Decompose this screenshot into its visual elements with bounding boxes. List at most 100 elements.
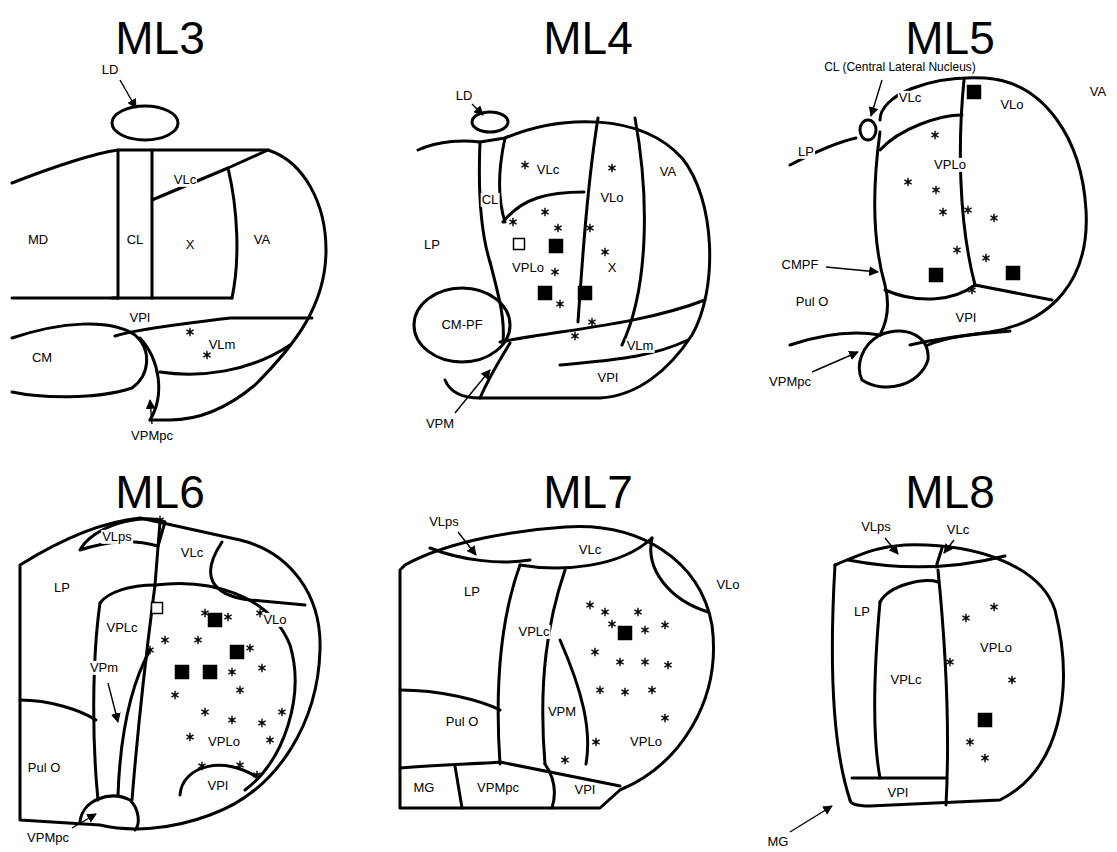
section-ml7 [400, 527, 713, 808]
asterisk-mark [561, 756, 568, 764]
region-label: VA [253, 233, 271, 247]
region-label: VPMpc [26, 831, 70, 845]
region-label: X [185, 238, 196, 252]
open-square-mark [152, 603, 163, 614]
region-label: CM [31, 351, 53, 365]
region-label: VLps [860, 520, 892, 534]
asterisk-mark [648, 686, 655, 694]
region-label: VPI [207, 779, 230, 793]
region-label: MG [767, 835, 790, 849]
region-label: VLc [536, 163, 560, 177]
asterisk-mark [962, 614, 969, 622]
region-label: VA [1089, 85, 1107, 99]
asterisk-mark [621, 688, 628, 696]
asterisk-mark [932, 186, 939, 194]
asterisk-mark [664, 661, 671, 669]
region-label: VPLo [207, 735, 241, 749]
asterisk-mark [258, 664, 265, 672]
filled-square-mark [979, 714, 992, 727]
asterisk-mark [1008, 676, 1015, 684]
asterisk-mark [641, 626, 648, 634]
region-label: VPLo [979, 641, 1013, 655]
filled-square-mark [1007, 267, 1020, 280]
region-label: VPm [89, 661, 119, 675]
asterisk-mark [904, 178, 911, 186]
asterisk-mark [246, 644, 253, 652]
filled-square-mark [176, 666, 189, 679]
asterisk-mark [931, 131, 938, 139]
panel-title: ML6 [114, 467, 205, 518]
asterisk-mark [634, 608, 641, 616]
panel-title: ML3 [114, 13, 205, 64]
region-label: VLc [898, 91, 922, 105]
asterisk-mark [186, 328, 193, 336]
asterisk-mark [253, 771, 260, 779]
asterisk-mark [939, 208, 946, 216]
region-label: VLm [626, 339, 655, 353]
region-label: VPMpc [476, 781, 520, 795]
asterisk-mark [194, 636, 201, 644]
region-label: VPLo [629, 735, 663, 749]
asterisk-mark [608, 620, 615, 628]
asterisk-mark [571, 332, 578, 340]
open-square-mark [514, 239, 525, 250]
region-label: VLo [599, 191, 624, 205]
asterisk-mark [521, 161, 528, 169]
region-label: VLc [946, 523, 970, 537]
asterisk-mark [541, 208, 548, 216]
region-label: CL [481, 193, 500, 207]
asterisk-mark [236, 761, 243, 769]
asterisk-mark [186, 733, 193, 741]
asterisk-mark [146, 646, 153, 654]
asterisk-mark [966, 738, 973, 746]
section-ml3 [12, 106, 326, 420]
asterisk-mark [964, 206, 971, 214]
filled-square-mark [579, 287, 592, 300]
recording-marks [146, 86, 1019, 780]
region-label: VPI [129, 311, 152, 325]
asterisk-mark [601, 248, 608, 256]
filled-square-mark [968, 86, 981, 99]
region-label: CL [126, 233, 145, 247]
panel-title: ML8 [904, 467, 995, 518]
section-ml4 [414, 112, 710, 398]
asterisk-mark [236, 686, 243, 694]
region-label: CL (Central Lateral Nucleus) [823, 61, 977, 74]
filled-square-mark [204, 666, 217, 679]
asterisk-mark [968, 286, 975, 294]
asterisk-mark [661, 714, 668, 722]
asterisk-mark [201, 609, 208, 617]
filled-square-mark [930, 269, 943, 282]
asterisk-mark [608, 164, 615, 172]
region-label: CMPF [781, 258, 820, 272]
asterisk-mark [161, 636, 168, 644]
asterisk-mark [556, 300, 563, 308]
region-label: VPM [547, 705, 577, 719]
asterisk-mark [201, 708, 208, 716]
asterisk-mark [586, 601, 593, 609]
asterisk-mark [981, 754, 988, 762]
asterisk-mark [946, 658, 953, 666]
region-label: CM-PF [440, 318, 483, 332]
region-label: Pul O [27, 761, 62, 775]
region-label: LP [797, 145, 815, 159]
region-label: VLo [715, 578, 740, 592]
asterisk-mark [616, 658, 623, 666]
section-ml6 [20, 518, 320, 830]
asterisk-mark [591, 648, 598, 656]
filled-square-mark [539, 287, 552, 300]
asterisk-mark [228, 668, 235, 676]
region-label: MD [27, 233, 49, 247]
region-label: VLc [578, 543, 602, 557]
asterisk-mark [258, 719, 265, 727]
region-label: LD [101, 63, 120, 77]
region-label: VPI [574, 783, 597, 797]
region-label: VPI [955, 311, 978, 325]
asterisk-mark [596, 686, 603, 694]
asterisk-mark [586, 224, 593, 232]
region-label: LP [853, 605, 871, 619]
region-label: VPLc [105, 621, 138, 635]
region-label: VLps [428, 515, 460, 529]
